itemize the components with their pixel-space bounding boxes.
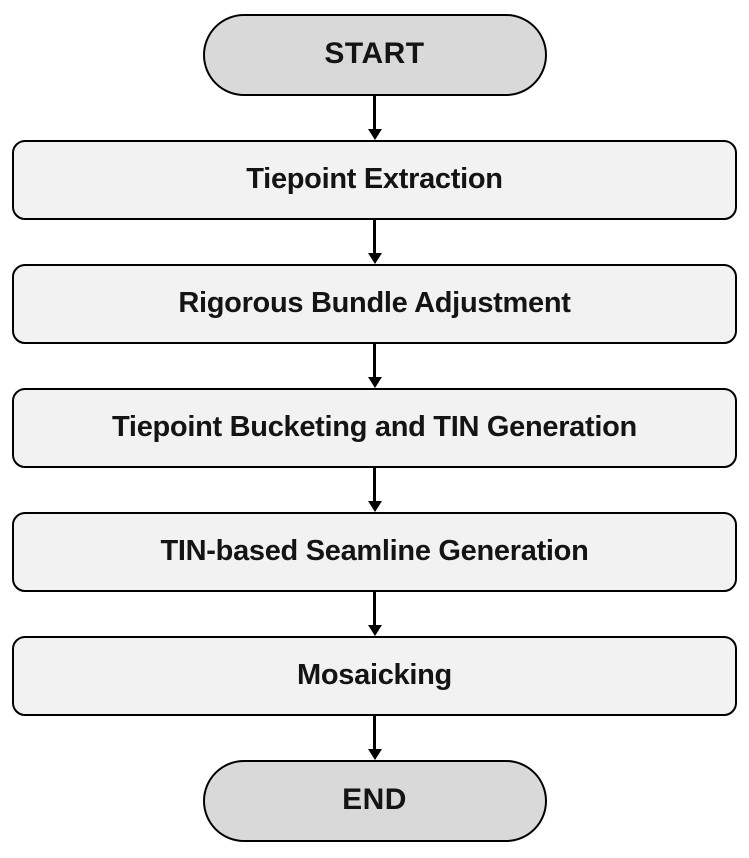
arrow-shaft <box>373 716 376 750</box>
flow-node-rigorous-bundle-adjustment: Rigorous Bundle Adjustment <box>12 264 737 344</box>
arrow-head-icon <box>367 129 382 140</box>
flow-node-start: START <box>202 14 547 96</box>
flow-arrow-start-to-tiepoint-extraction <box>367 96 382 140</box>
arrow-shaft <box>373 592 376 626</box>
flow-arrow-tiepoint-extraction-to-bundle-adjustment <box>367 220 382 264</box>
flow-node-tin-based-seamline-generation: TIN-based Seamline Generation <box>12 512 737 592</box>
flow-node-tiepoint-bucketing-and-tin-generation-label: Tiepoint Bucketing and TIN Generation <box>112 410 637 443</box>
flow-arrow-bundle-adjustment-to-bucketing <box>367 344 382 388</box>
flow-node-rigorous-bundle-adjustment-label: Rigorous Bundle Adjustment <box>178 286 571 319</box>
arrow-shaft <box>373 344 376 378</box>
arrow-head-icon <box>367 749 382 760</box>
flow-node-tiepoint-extraction: Tiepoint Extraction <box>12 140 737 220</box>
flow-node-tin-based-seamline-generation-label: TIN-based Seamline Generation <box>160 534 589 567</box>
flow-node-end: END <box>202 760 547 842</box>
arrow-shaft <box>373 468 376 502</box>
flow-arrow-mosaicking-to-end <box>367 716 382 760</box>
flow-node-tiepoint-bucketing-and-tin-generation: Tiepoint Bucketing and TIN Generation <box>12 388 737 468</box>
flow-node-mosaicking: Mosaicking <box>12 636 737 716</box>
arrow-head-icon <box>367 501 382 512</box>
arrow-shaft <box>373 220 376 254</box>
arrow-shaft <box>373 96 376 130</box>
flow-node-tiepoint-extraction-label: Tiepoint Extraction <box>246 162 503 195</box>
flow-node-start-label: START <box>324 37 425 70</box>
arrow-head-icon <box>367 253 382 264</box>
flow-node-mosaicking-label: Mosaicking <box>297 658 452 691</box>
arrow-head-icon <box>367 625 382 636</box>
flow-node-end-label: END <box>342 783 407 816</box>
flow-arrow-bucketing-to-seamline <box>367 468 382 512</box>
flow-arrow-seamline-to-mosaicking <box>367 592 382 636</box>
arrow-head-icon <box>367 377 382 388</box>
